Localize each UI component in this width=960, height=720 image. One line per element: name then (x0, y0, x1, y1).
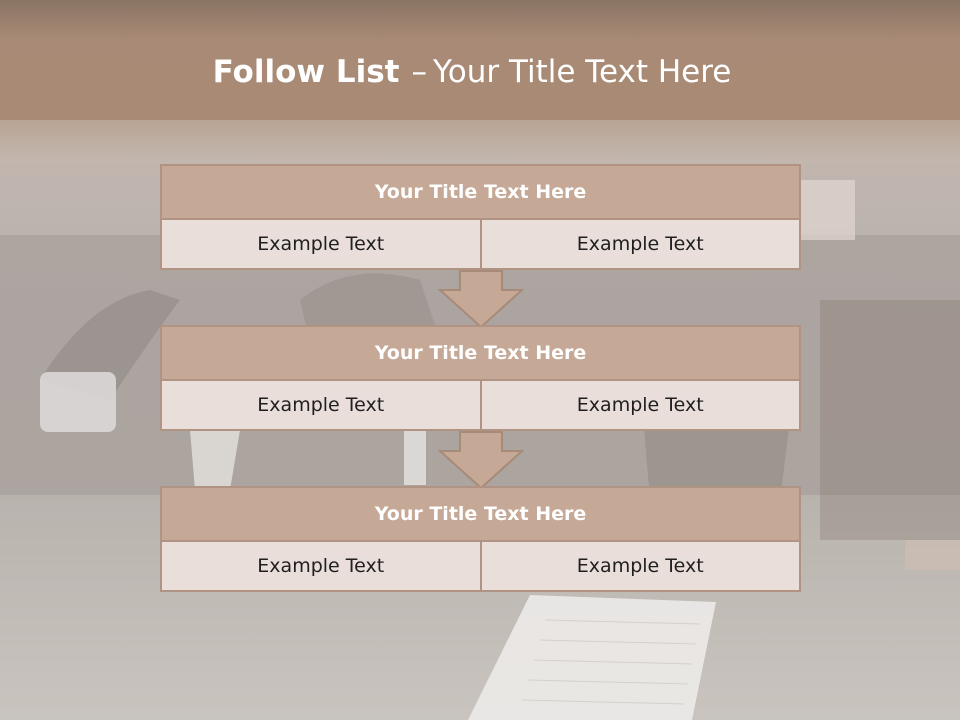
block-2-row: Example Text Example Text (160, 381, 801, 431)
list-block-3: Your Title Text Here Example Text Exampl… (160, 486, 801, 592)
title-bold: Follow List (212, 54, 400, 90)
list-block-1: Your Title Text Here Example Text Exampl… (160, 164, 801, 270)
block-1-left-text: Example Text (160, 220, 482, 270)
list-block-2: Your Title Text Here Example Text Exampl… (160, 325, 801, 431)
block-3-title: Your Title Text Here (160, 486, 801, 542)
block-1-title: Your Title Text Here (160, 164, 801, 220)
block-1-right-text: Example Text (479, 220, 801, 270)
block-2-left-text: Example Text (160, 381, 482, 431)
block-3-row: Example Text Example Text (160, 542, 801, 592)
block-2-right-text: Example Text (479, 381, 801, 431)
block-3-right-text: Example Text (479, 542, 801, 592)
arrow-down-icon (438, 431, 524, 489)
slide-title: Follow List–Your Title Text Here (0, 54, 944, 90)
arrow-down-icon (438, 270, 524, 328)
block-1-row: Example Text Example Text (160, 220, 801, 270)
block-2-title: Your Title Text Here (160, 325, 801, 381)
title-dash: – (411, 54, 427, 90)
title-rest: Your Title Text Here (432, 54, 732, 90)
block-3-left-text: Example Text (160, 542, 482, 592)
